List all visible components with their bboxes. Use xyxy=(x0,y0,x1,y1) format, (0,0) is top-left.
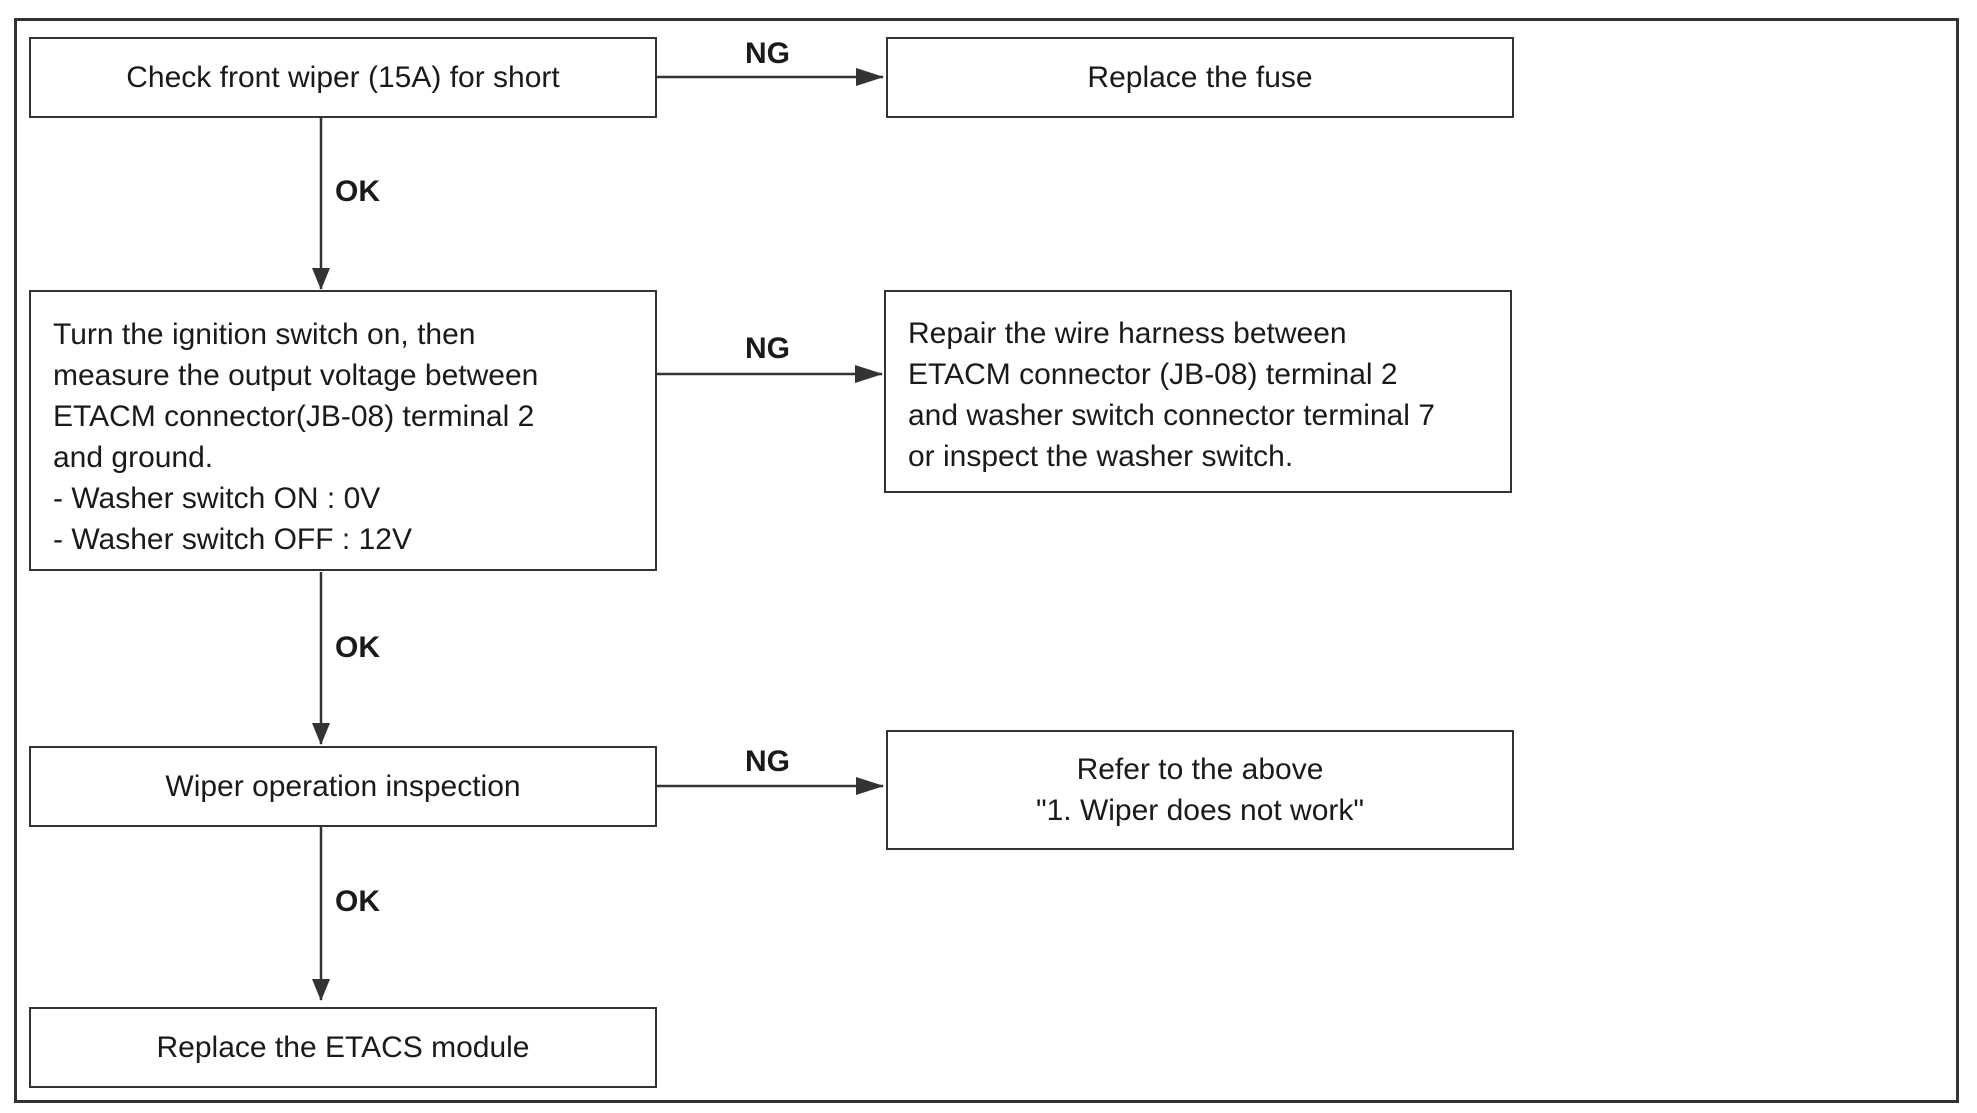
ng-label: NG xyxy=(745,37,790,70)
repair-harness-box: Repair the wire harness between ETACM co… xyxy=(884,290,1512,493)
replace-module-text: Replace the ETACS module xyxy=(156,1031,530,1064)
repair-harness-line: ETACM connector (JB-08) terminal 2 xyxy=(908,358,1398,391)
measure-voltage-line: and ground. xyxy=(53,441,214,474)
measure-voltage-line: - Washer switch OFF : 12V xyxy=(53,523,412,556)
repair-harness-line: Repair the wire harness between xyxy=(908,317,1347,350)
refer-above-line: Refer to the above xyxy=(1076,753,1324,786)
refer-above-line: "1. Wiper does not work" xyxy=(1035,794,1365,827)
repair-harness-line: and washer switch connector terminal 7 xyxy=(908,399,1435,432)
measure-voltage-line: Turn the ignition switch on, then xyxy=(53,318,476,351)
ng-label: NG xyxy=(745,745,790,778)
measure-voltage-line: measure the output voltage between xyxy=(53,359,539,392)
measure-voltage-box: Turn the ignition switch on, then measur… xyxy=(29,290,657,571)
ok-label: OK xyxy=(335,175,380,208)
refer-above-box: Refer to the above "1. Wiper does not wo… xyxy=(886,730,1514,850)
check-fuse-text: Check front wiper (15A) for short xyxy=(126,61,560,94)
diagram-frame xyxy=(14,18,1959,1103)
replace-fuse-box: Replace the fuse xyxy=(886,37,1514,118)
measure-voltage-line: - Washer switch ON : 0V xyxy=(53,482,381,515)
check-fuse-box: Check front wiper (15A) for short xyxy=(29,37,657,118)
replace-fuse-text: Replace the fuse xyxy=(1087,61,1313,94)
ok-label: OK xyxy=(335,631,380,664)
replace-module-box: Replace the ETACS module xyxy=(29,1007,657,1088)
measure-voltage-line: ETACM connector(JB-08) terminal 2 xyxy=(53,400,535,433)
ok-label: OK xyxy=(335,885,380,918)
repair-harness-line: or inspect the washer switch. xyxy=(908,440,1294,473)
wiper-inspection-box: Wiper operation inspection xyxy=(29,746,657,827)
ng-label: NG xyxy=(745,332,790,365)
wiper-inspection-text: Wiper operation inspection xyxy=(165,770,521,803)
